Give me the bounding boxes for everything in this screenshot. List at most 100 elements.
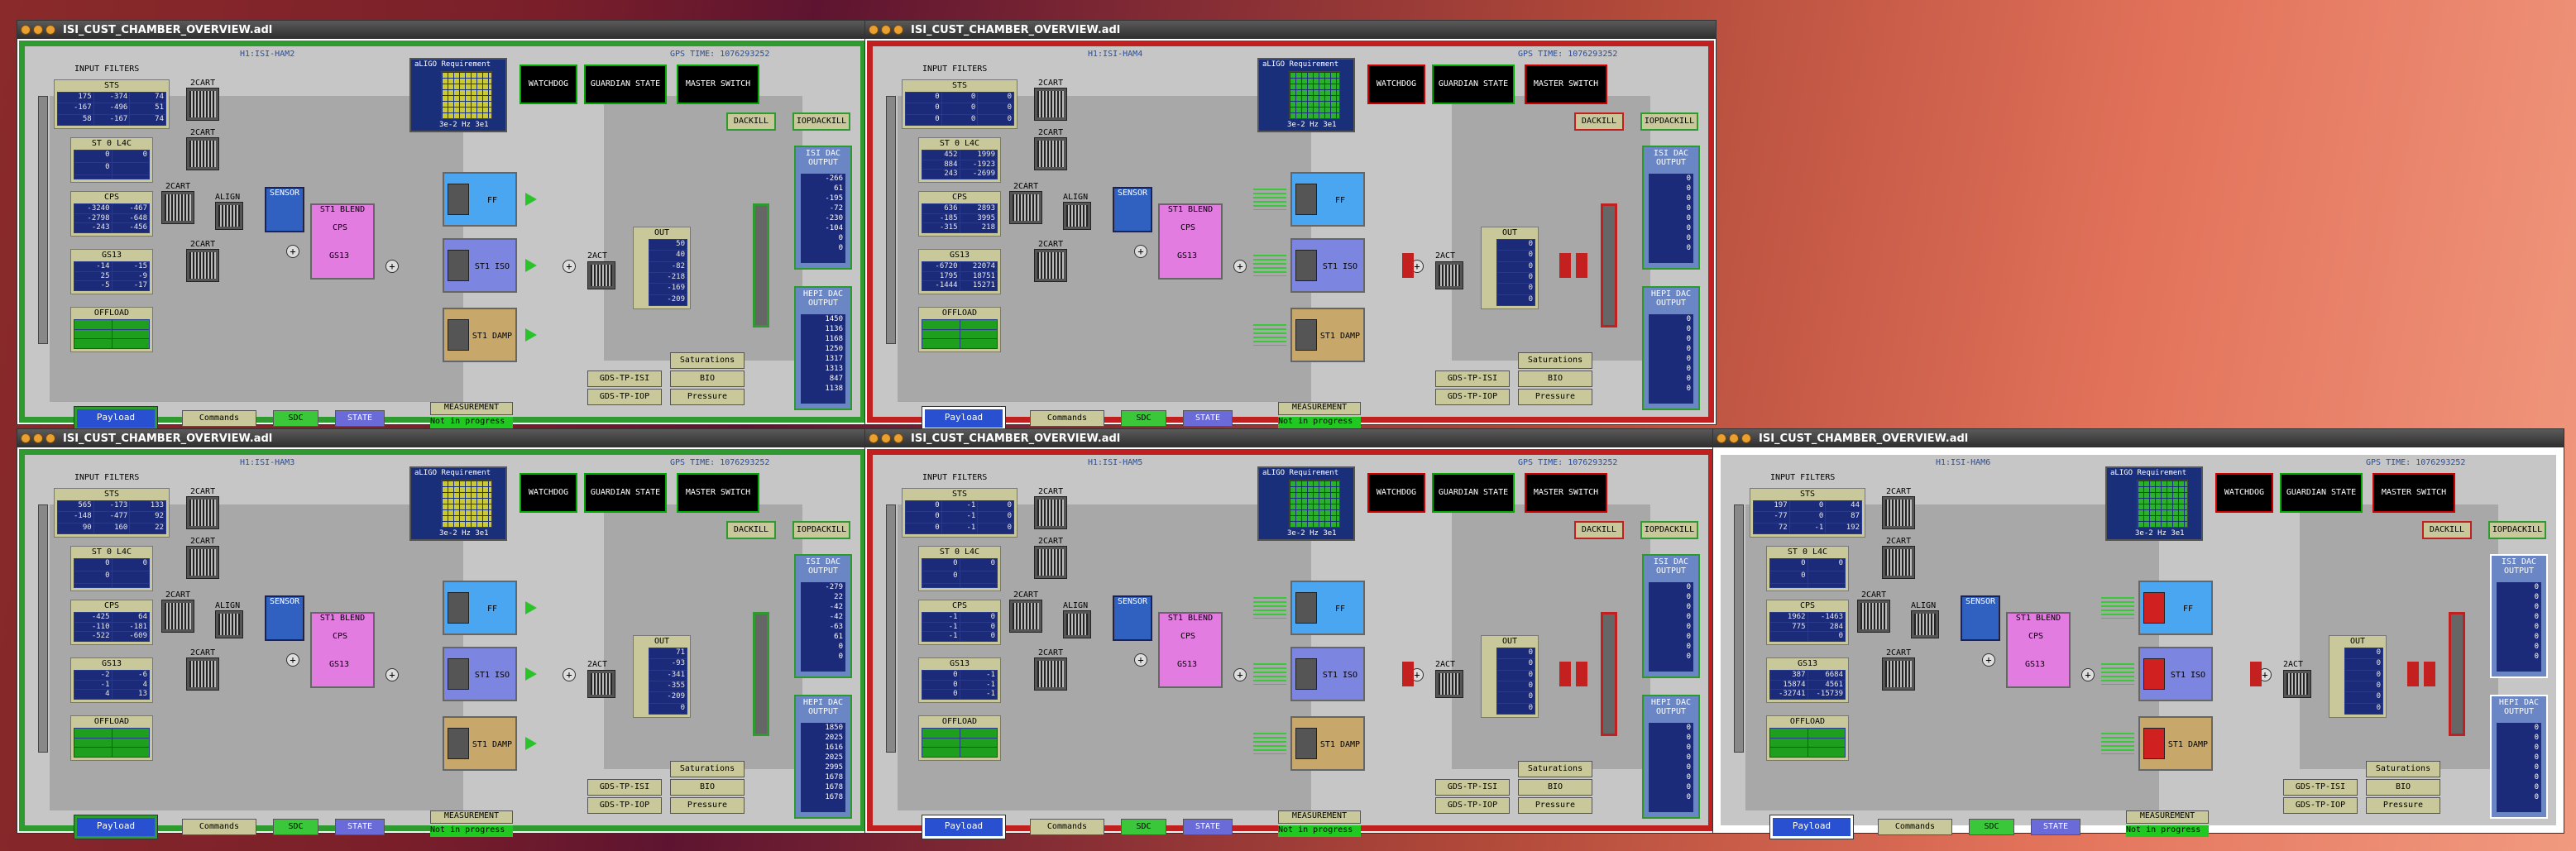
measurement-button[interactable]: MEASUREMENT bbox=[1278, 810, 1361, 824]
iso-block[interactable]: ST1 ISO bbox=[1290, 647, 1365, 701]
bio-button[interactable]: BIO bbox=[1518, 779, 1592, 796]
saturations-button[interactable]: Saturations bbox=[670, 761, 745, 777]
payload-button[interactable]: Payload bbox=[922, 406, 1006, 431]
cart-matrix[interactable] bbox=[1034, 546, 1067, 579]
bio-button[interactable]: BIO bbox=[2366, 779, 2440, 796]
commands-button[interactable]: Commands bbox=[1030, 819, 1104, 835]
act-matrix[interactable] bbox=[1435, 261, 1463, 289]
iopdackill-button[interactable]: IOPDACKILL bbox=[792, 521, 850, 539]
blend-block[interactable]: ST1 BLEND bbox=[310, 612, 375, 688]
window-button-icon[interactable] bbox=[881, 433, 891, 443]
window-button-icon[interactable] bbox=[33, 25, 43, 35]
dackill-button[interactable]: DACKILL bbox=[1574, 112, 1624, 131]
act-matrix[interactable] bbox=[1435, 670, 1463, 698]
align-matrix[interactable] bbox=[1063, 610, 1091, 638]
guardian-state[interactable]: GUARDIAN STATE bbox=[1432, 65, 1515, 104]
sdc-button[interactable]: SDC bbox=[1969, 819, 2014, 835]
blend-block[interactable]: ST1 BLEND bbox=[2006, 612, 2071, 688]
title-bar[interactable]: ISI_CUST_CHAMBER_OVERVIEW.adl bbox=[1713, 429, 2564, 447]
blend-block[interactable]: ST1 BLEND bbox=[310, 203, 375, 280]
state-button[interactable]: STATE bbox=[2031, 819, 2080, 835]
pressure-button[interactable]: Pressure bbox=[1518, 797, 1592, 814]
commands-button[interactable]: Commands bbox=[182, 410, 256, 427]
iopdackill-button[interactable]: IOPDACKILL bbox=[792, 112, 850, 131]
state-button[interactable]: STATE bbox=[1183, 410, 1233, 427]
window-button-icon[interactable] bbox=[869, 433, 879, 443]
cps-filter[interactable]: CPS-3240-467-2798-648-243-456 bbox=[70, 191, 153, 237]
offload-filter[interactable]: OFFLOAD bbox=[918, 307, 1001, 352]
saturations-button[interactable]: Saturations bbox=[2366, 761, 2440, 777]
align-matrix[interactable] bbox=[1911, 610, 1939, 638]
pressure-button[interactable]: Pressure bbox=[2366, 797, 2440, 814]
payload-button[interactable]: Payload bbox=[74, 406, 158, 431]
payload-button[interactable]: Payload bbox=[74, 815, 158, 839]
guardian-state[interactable]: GUARDIAN STATE bbox=[584, 473, 667, 513]
cart-matrix[interactable] bbox=[1034, 88, 1067, 121]
gds-isi-button[interactable]: GDS-TP-ISI bbox=[2283, 779, 2358, 796]
title-bar[interactable]: ISI_CUST_CHAMBER_OVERVIEW.adl bbox=[865, 429, 1716, 447]
cart-matrix[interactable] bbox=[161, 191, 194, 224]
commands-button[interactable]: Commands bbox=[1030, 410, 1104, 427]
sensor-block[interactable]: SENSOR bbox=[1113, 595, 1152, 641]
bio-button[interactable]: BIO bbox=[1518, 371, 1592, 387]
window-button-icon[interactable] bbox=[45, 433, 55, 443]
sensor-block[interactable]: SENSOR bbox=[1961, 595, 2000, 641]
master-switch[interactable]: MASTER SWITCH bbox=[1525, 65, 1607, 104]
blend-block[interactable]: ST1 BLEND bbox=[1158, 203, 1223, 280]
cart-matrix[interactable] bbox=[1034, 496, 1067, 529]
sensor-block[interactable]: SENSOR bbox=[265, 595, 304, 641]
cart-matrix[interactable] bbox=[186, 249, 219, 282]
commands-button[interactable]: Commands bbox=[1878, 819, 1952, 835]
title-bar[interactable]: ISI_CUST_CHAMBER_OVERVIEW.adl bbox=[865, 21, 1716, 39]
master-switch[interactable]: MASTER SWITCH bbox=[1525, 473, 1607, 513]
cart-matrix[interactable] bbox=[1882, 496, 1915, 529]
commands-button[interactable]: Commands bbox=[182, 819, 256, 835]
act-matrix[interactable] bbox=[587, 670, 615, 698]
guardian-state[interactable]: GUARDIAN STATE bbox=[584, 65, 667, 104]
align-matrix[interactable] bbox=[1063, 202, 1091, 230]
dackill-button[interactable]: DACKILL bbox=[726, 112, 776, 131]
saturations-button[interactable]: Saturations bbox=[1518, 352, 1592, 369]
blend-block[interactable]: ST1 BLEND bbox=[1158, 612, 1223, 688]
act-matrix[interactable] bbox=[587, 261, 615, 289]
align-matrix[interactable] bbox=[215, 610, 243, 638]
offload-filter[interactable]: OFFLOAD bbox=[70, 307, 153, 352]
gds-isi-button[interactable]: GDS-TP-ISI bbox=[1435, 371, 1510, 387]
title-bar[interactable]: ISI_CUST_CHAMBER_OVERVIEW.adl bbox=[17, 429, 868, 447]
gds-iop-button[interactable]: GDS-TP-IOP bbox=[587, 797, 662, 814]
master-switch[interactable]: MASTER SWITCH bbox=[2373, 473, 2455, 513]
master-switch[interactable]: MASTER SWITCH bbox=[677, 65, 759, 104]
state-button[interactable]: STATE bbox=[335, 410, 385, 427]
gds-iop-button[interactable]: GDS-TP-IOP bbox=[1435, 797, 1510, 814]
watchdog-indicator[interactable]: WATCHDOG bbox=[520, 65, 577, 104]
gds-isi-button[interactable]: GDS-TP-ISI bbox=[1435, 779, 1510, 796]
cart-matrix[interactable] bbox=[1857, 600, 1890, 633]
pressure-button[interactable]: Pressure bbox=[1518, 389, 1592, 405]
bio-button[interactable]: BIO bbox=[670, 371, 745, 387]
act-matrix[interactable] bbox=[2283, 670, 2311, 698]
cart-matrix[interactable] bbox=[186, 546, 219, 579]
cart-matrix[interactable] bbox=[1034, 657, 1067, 691]
pressure-button[interactable]: Pressure bbox=[670, 797, 745, 814]
gds-isi-button[interactable]: GDS-TP-ISI bbox=[587, 779, 662, 796]
sensor-block[interactable]: SENSOR bbox=[265, 187, 304, 232]
cart-matrix[interactable] bbox=[1882, 657, 1915, 691]
